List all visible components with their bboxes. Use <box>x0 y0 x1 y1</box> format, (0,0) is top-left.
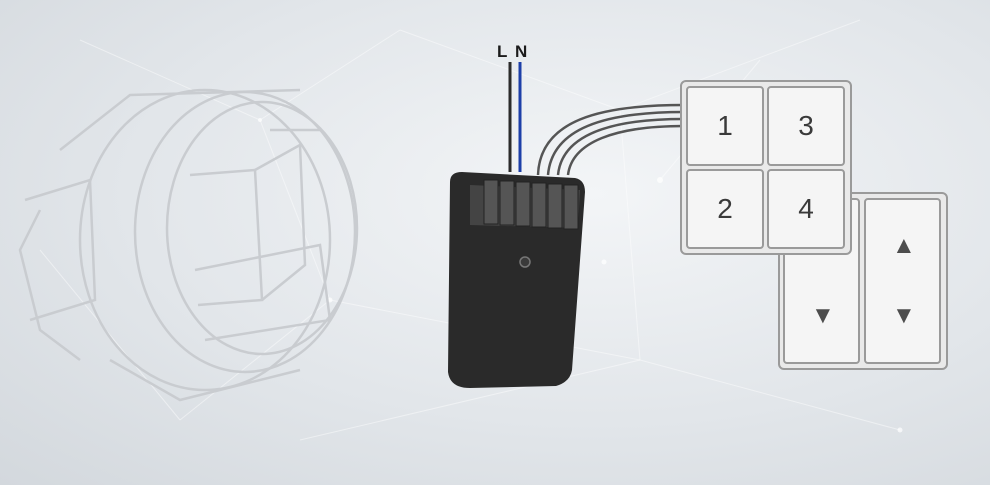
arrow-down-icon: ▼ <box>892 302 916 329</box>
arrow-down-icon: ▼ <box>811 302 835 329</box>
keypad-key-1[interactable]: 1 <box>686 86 764 166</box>
live-wire-label: L <box>497 42 508 61</box>
keypad-key-4[interactable]: 4 <box>767 169 845 249</box>
rocker-right-key[interactable] <box>864 198 941 364</box>
keypad-key-3[interactable]: 3 <box>767 86 845 166</box>
keypad-key-2[interactable]: 2 <box>686 169 764 249</box>
switch-wires <box>536 103 685 176</box>
relay-module <box>448 172 585 388</box>
arrow-up-icon: ▲ <box>892 232 916 259</box>
neutral-wire-label: N <box>515 42 528 61</box>
